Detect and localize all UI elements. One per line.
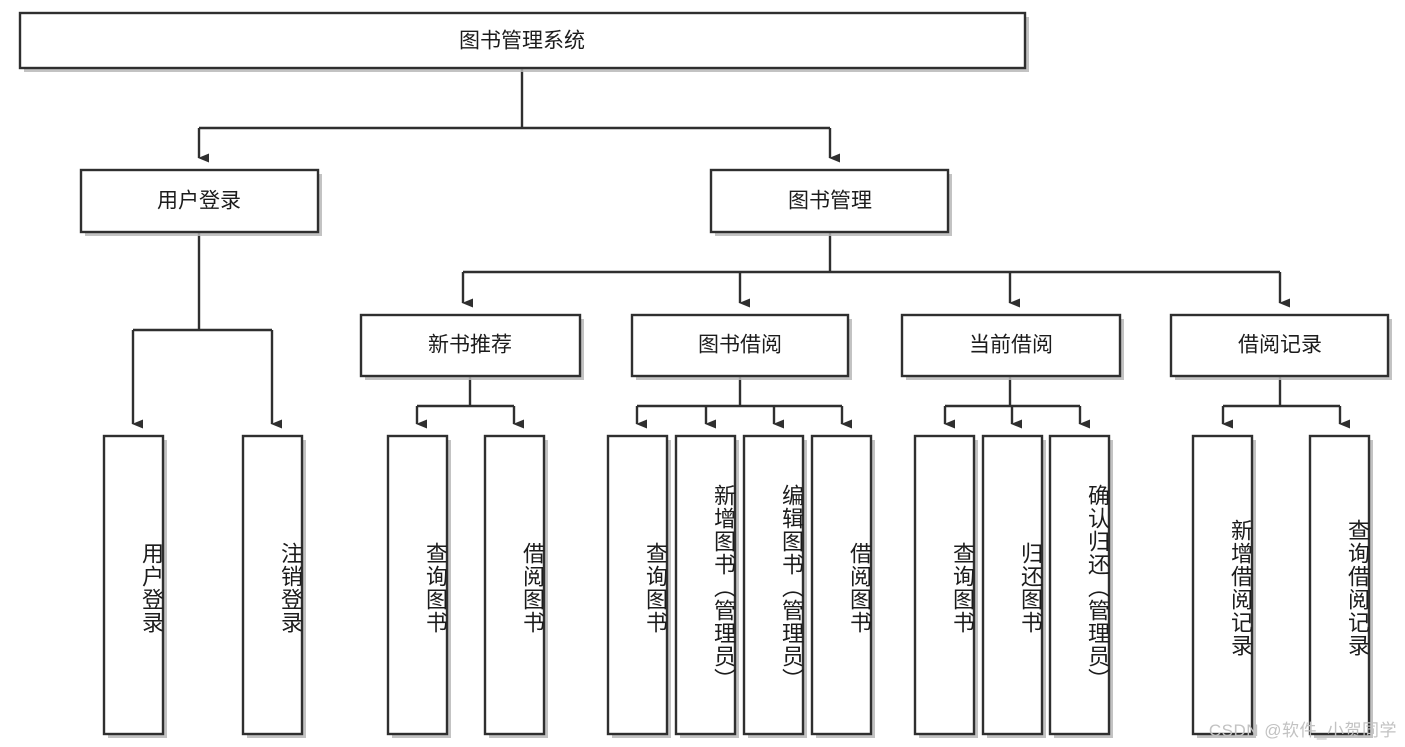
leaf-new-book-2[interactable]: [483, 434, 548, 738]
connector-group: [131, 68, 1350, 429]
leaf-new-book-1[interactable]: [386, 434, 451, 738]
leaf-user-login-2[interactable]: [241, 434, 306, 738]
leaf-book-borrow-3[interactable]: [742, 434, 807, 738]
leaf-current-borrow-2[interactable]: [981, 434, 1046, 738]
node-root[interactable]: 图书管理系统: [18, 11, 1029, 72]
node-book-management-label: 图书管理: [788, 190, 872, 213]
node-current-borrow-label: 当前借阅: [969, 334, 1053, 357]
node-book-borrow[interactable]: 图书借阅: [630, 313, 852, 380]
leaf-current-borrow-3[interactable]: [1048, 434, 1113, 738]
leaf-book-borrow-4[interactable]: [810, 434, 875, 738]
leaf-borrow-record-1[interactable]: [1191, 434, 1256, 738]
csdn-watermark: CSDN @软件_小贺同学: [1208, 721, 1397, 740]
node-book-borrow-label: 图书借阅: [698, 334, 782, 357]
node-borrow-record-label: 借阅记录: [1238, 334, 1322, 357]
node-user-login-label: 用户登录: [157, 190, 241, 213]
leaf-book-borrow-1[interactable]: [606, 434, 671, 738]
node-current-borrow[interactable]: 当前借阅: [900, 313, 1124, 380]
node-root-label: 图书管理系统: [459, 30, 585, 53]
node-new-book-recommend[interactable]: 新书推荐: [359, 313, 584, 380]
node-user-login[interactable]: 用户登录: [79, 168, 322, 236]
leaf-user-login-1[interactable]: [102, 434, 167, 738]
leaf-book-borrow-2[interactable]: [674, 434, 739, 738]
leaf-current-borrow-1[interactable]: [913, 434, 978, 738]
node-new-book-recommend-label: 新书推荐: [428, 334, 512, 357]
node-book-management[interactable]: 图书管理: [709, 168, 952, 236]
node-borrow-record[interactable]: 借阅记录: [1169, 313, 1392, 380]
leaf-borrow-record-2[interactable]: [1308, 434, 1373, 738]
